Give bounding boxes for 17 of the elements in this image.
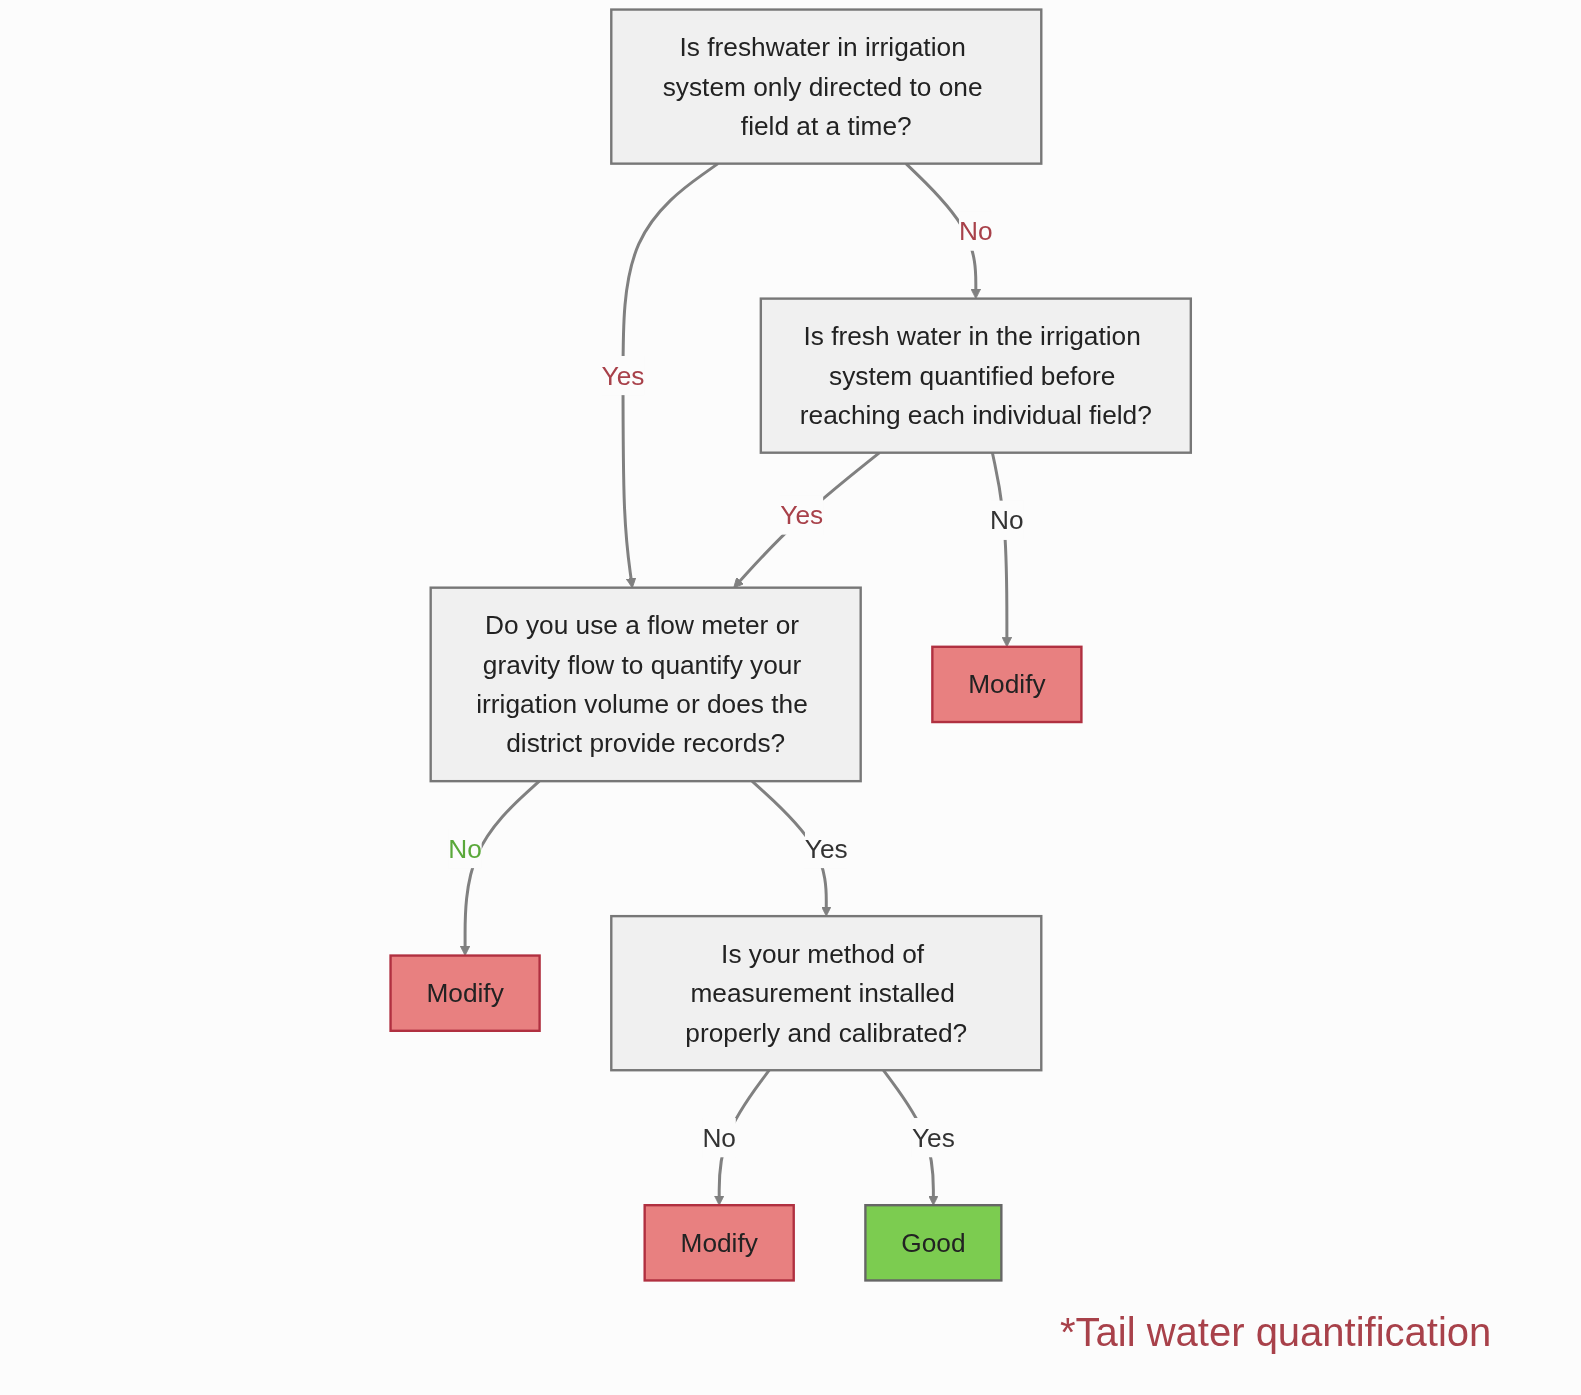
edge-label: No	[702, 1122, 736, 1153]
node-box: Modify	[389, 954, 541, 1032]
note-text: *Tail water quantification	[1060, 1310, 1492, 1355]
node-box: Do you use a flow meter or gravity flow to quantify your irrigation volume or does the district provide records?	[429, 586, 862, 783]
node-box: Modify	[643, 1204, 795, 1282]
edge-label: No	[989, 505, 1024, 536]
node-box: Modify	[930, 645, 1083, 724]
edge-label: No	[958, 216, 993, 247]
node-box: Is freshwater in irrigation system only directed to one field at a time?	[609, 8, 1043, 165]
node-box: Good	[864, 1204, 1003, 1282]
edge-label: Yes	[804, 833, 848, 864]
edge-label: Yes	[601, 360, 645, 391]
edge-label: Yes	[911, 1122, 955, 1153]
edge-label: Yes	[780, 500, 823, 530]
edge-label: No	[448, 833, 482, 864]
node-box: Is fresh water in the irrigation system quantified before reaching each individual field?	[759, 297, 1192, 454]
node-box: Is your method of measurement installed properly and calibrated?	[609, 914, 1043, 1072]
